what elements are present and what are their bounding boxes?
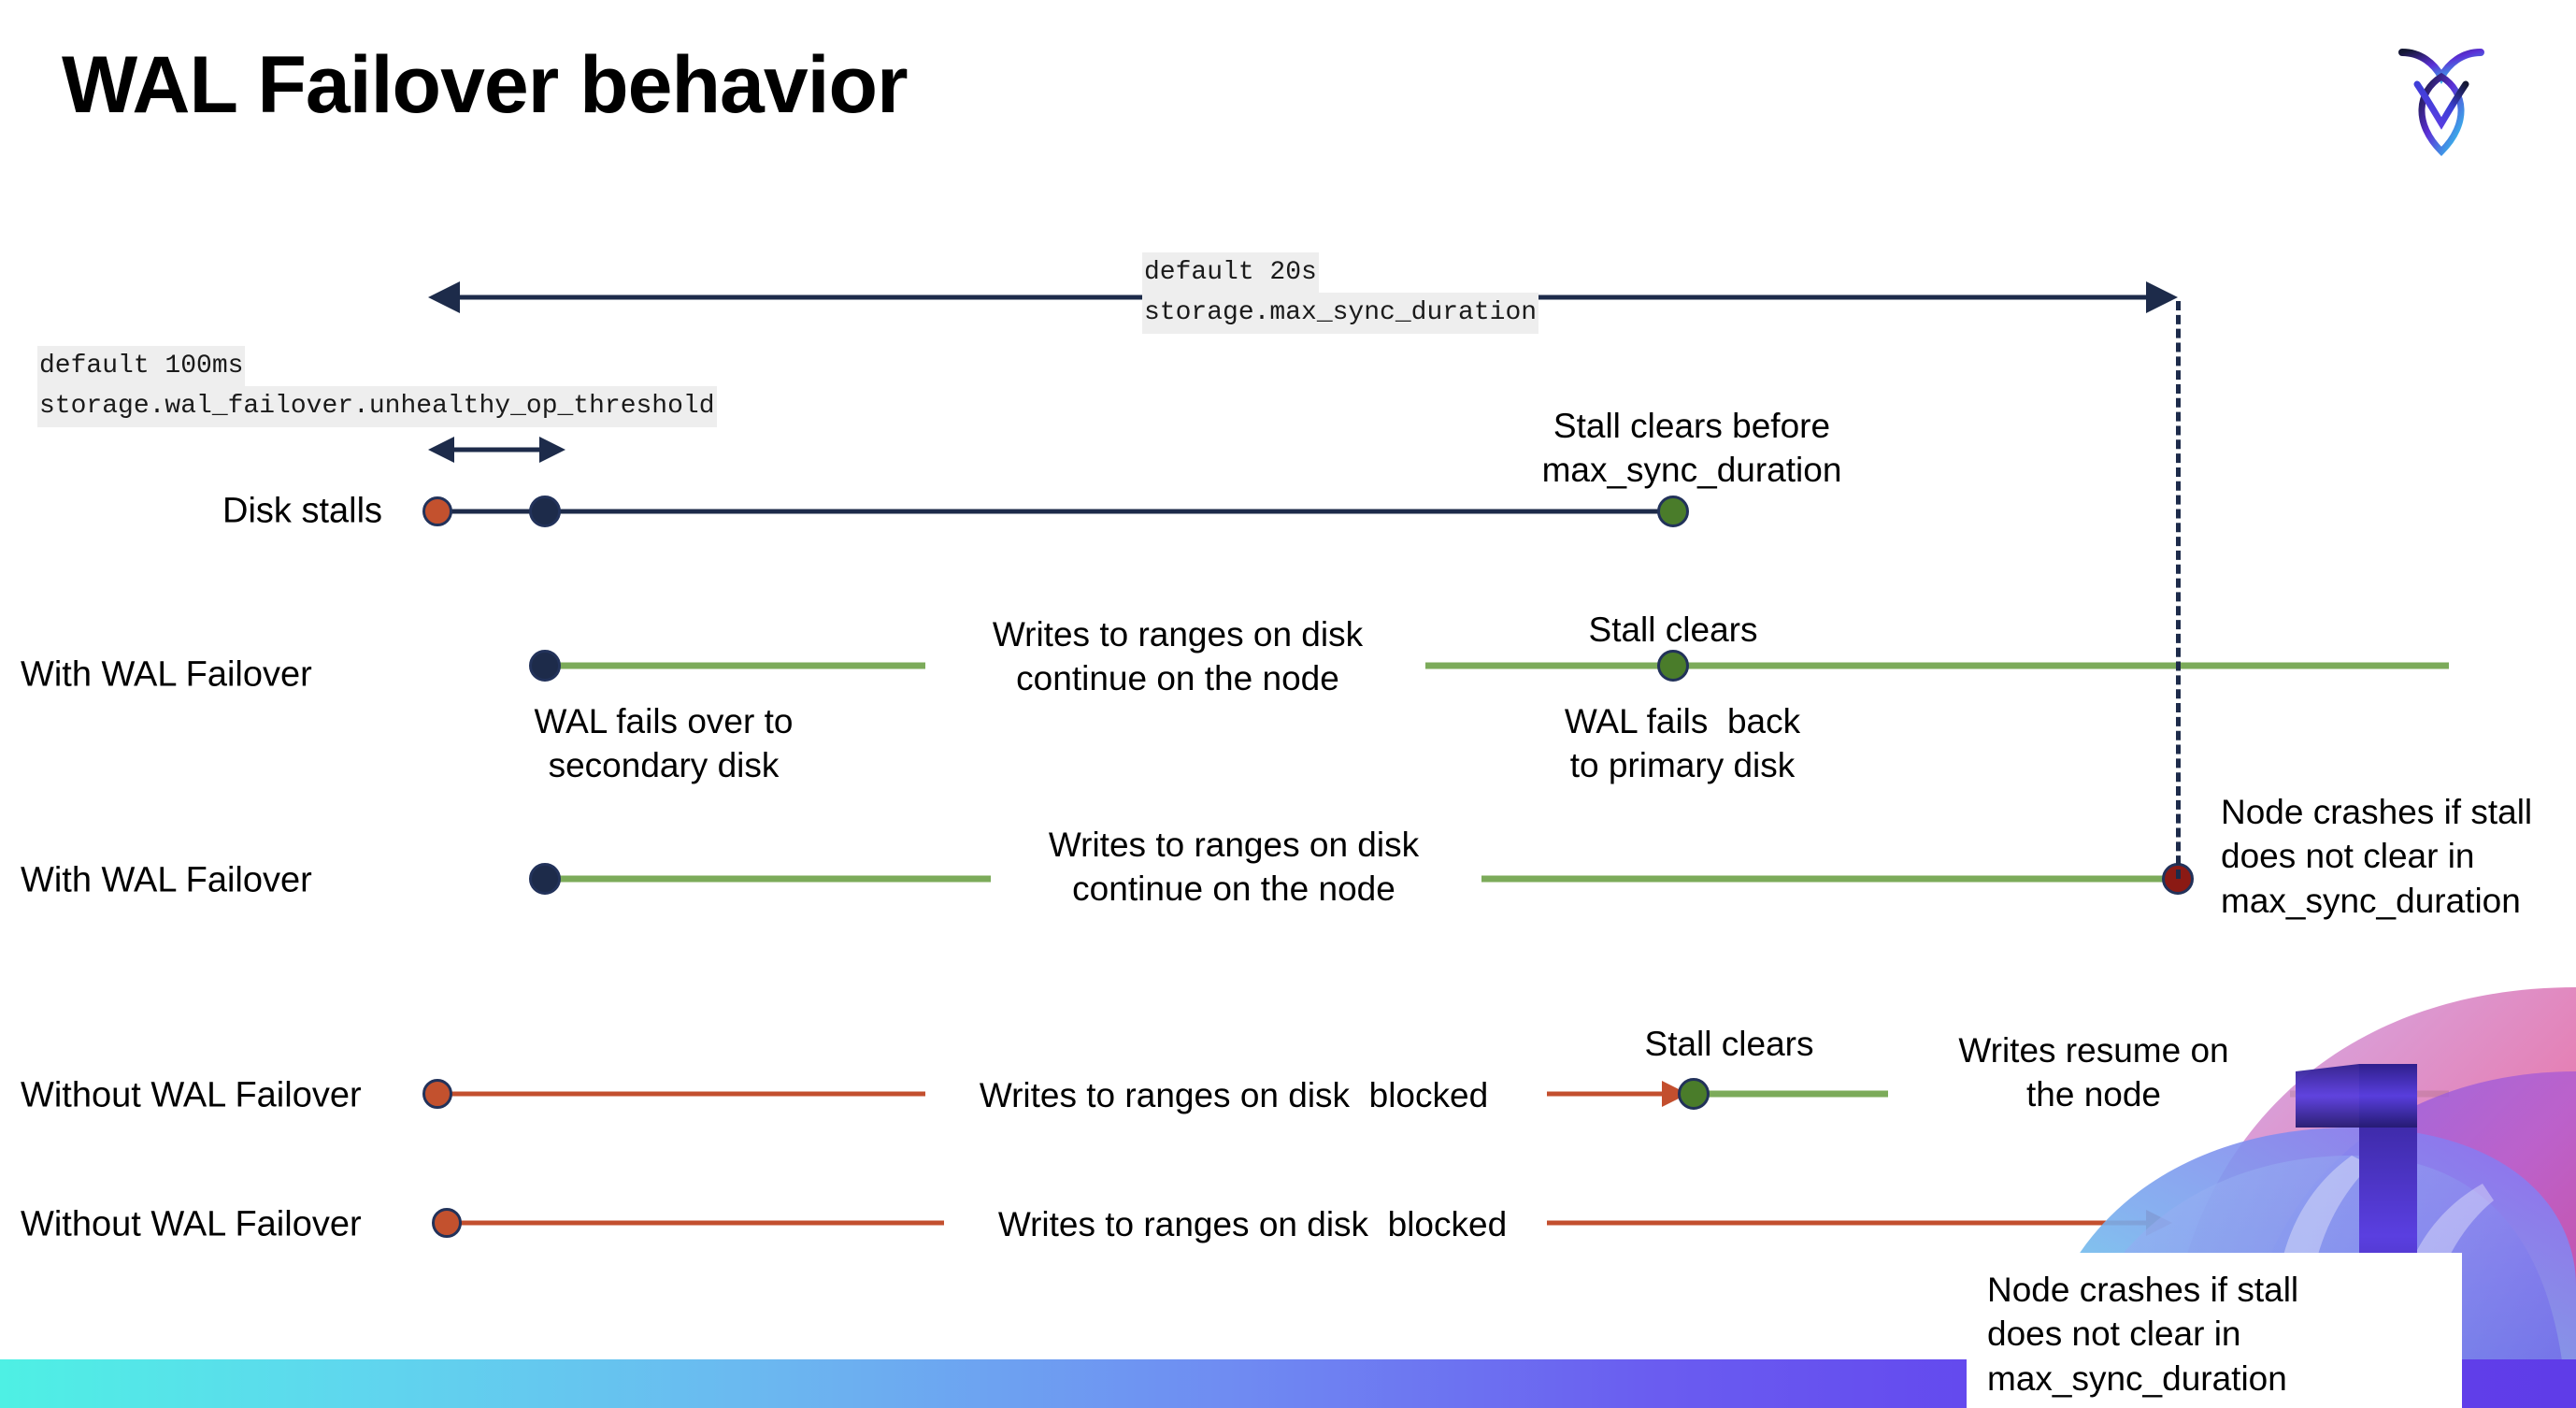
unhealthy-op-threshold-label: default 100ms storage.wal_failover.unhea… — [37, 346, 717, 427]
with-failover-1-stall-clears-dot — [1657, 650, 1689, 682]
annotation-writes-continue-1: Writes to ranges on disk continue on the… — [992, 615, 1364, 698]
with-failover-1-segment-b — [1425, 662, 2449, 669]
annotation-stall-clears-2: Stall clears — [1644, 1025, 1814, 1063]
unhealthy-op-span-line — [452, 447, 541, 453]
page-title: WAL Failover behavior — [62, 40, 909, 130]
unhealthy-op-left-arrowhead — [428, 437, 454, 463]
annotation-stall-clears-before: Stall clears before max_sync_duration — [1541, 407, 1842, 490]
annotation-stall-clears-1: Stall clears — [1588, 611, 1758, 649]
unhealthy-op-right-arrowhead — [539, 437, 565, 463]
cockroachdb-logo-icon — [2389, 36, 2494, 157]
max-sync-name-text: storage.max_sync_duration — [1142, 293, 1539, 334]
row-label-with-wal-failover-2: With WAL Failover — [21, 860, 312, 900]
annotation-node-crashes-2: Node crashes if stall does not clear in … — [1987, 1271, 2299, 1398]
without-failover-1-stall-clears-dot — [1678, 1078, 1710, 1110]
max-sync-default-text: default 20s — [1142, 252, 1319, 294]
with-failover-2-start-dot — [529, 863, 561, 895]
without-failover-2-arrowhead — [2146, 1210, 2172, 1236]
annotation-writes-resume: Writes resume on the node — [1958, 1031, 2229, 1114]
disk-stalls-timeline — [437, 509, 1673, 514]
annotation-writes-continue-2: Writes to ranges on disk continue on the… — [1048, 826, 1420, 909]
row-label-with-wal-failover-1: With WAL Failover — [21, 654, 312, 695]
without-failover-1-resume-b — [2290, 1090, 2449, 1098]
with-failover-1-segment-a — [545, 662, 925, 669]
annotation-node-crashes-1: Node crashes if stall does not clear in … — [2221, 793, 2533, 920]
without-failover-1-blocked-a — [437, 1091, 925, 1097]
with-failover-2-crash-dot — [2162, 863, 2194, 895]
annotation-writes-blocked-1: Writes to ranges on disk blocked — [979, 1076, 1489, 1114]
disk-stall-clears-dot — [1657, 496, 1689, 527]
annotation-wal-fails-over: WAL fails over to secondary disk — [534, 702, 794, 785]
disk-stall-start-dot — [422, 496, 452, 526]
max-sync-span-right-arrowhead — [2146, 281, 2178, 313]
row-label-disk-stalls: Disk stalls — [222, 491, 383, 531]
max-sync-duration-label: default 20s storage.max_sync_duration — [1142, 252, 1539, 334]
without-failover-1-resume-a — [1694, 1090, 1888, 1098]
unhealthy-op-name-text: storage.wal_failover.unhealthy_op_thresh… — [37, 386, 717, 427]
without-failover-2-blocked-a — [447, 1220, 944, 1226]
with-failover-2-segment-b — [1481, 875, 2178, 883]
unhealthy-op-default-text: default 100ms — [37, 346, 246, 387]
max-sync-span-left-arrowhead — [428, 281, 460, 313]
without-failover-2-start-dot — [432, 1208, 462, 1238]
annotation-writes-blocked-2: Writes to ranges on disk blocked — [997, 1205, 1508, 1243]
with-failover-2-segment-a — [545, 875, 991, 883]
unhealthy-op-threshold-dot — [529, 496, 561, 527]
without-failover-1-start-dot — [422, 1079, 452, 1109]
row-label-without-wal-failover-2: Without WAL Failover — [21, 1204, 362, 1244]
annotation-wal-fails-back: WAL fails back to primary disk — [1564, 702, 1801, 785]
node-crashes-callout: Node crashes if stall does not clear in … — [1967, 1253, 2462, 1408]
without-failover-1-blocked-b — [1547, 1091, 1668, 1097]
without-failover-2-blocked-b — [1547, 1220, 2150, 1226]
wal-fails-over-dot — [529, 650, 561, 682]
max-sync-duration-guide-line — [2176, 301, 2181, 879]
row-label-without-wal-failover-1: Without WAL Failover — [21, 1075, 362, 1115]
